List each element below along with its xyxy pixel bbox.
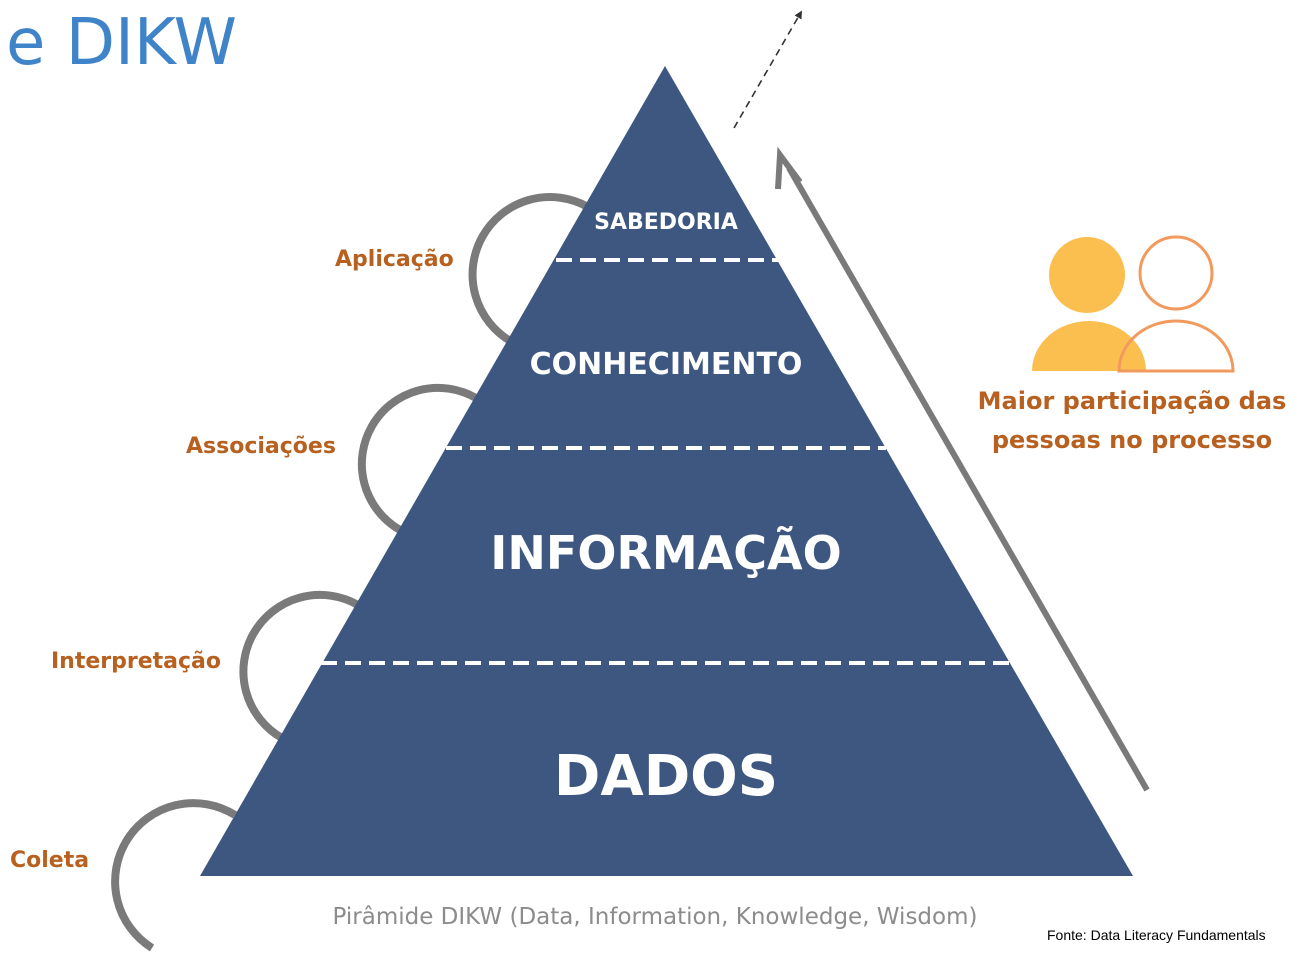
arc-interpretacao <box>239 590 360 742</box>
step-label-associacoes: Associações <box>186 434 336 459</box>
participation-arrow <box>786 166 1150 792</box>
level-label-informacao: INFORMAÇÃO <box>490 525 841 580</box>
participation-arrowhead <box>775 146 803 190</box>
participation-text: Maior participação das pessoas no proces… <box>962 382 1295 460</box>
step-label-aplicacao: Aplicação <box>335 247 454 272</box>
person-outline-body <box>1117 319 1235 373</box>
source-note: Fonte: Data Literacy Fundamentals <box>1047 927 1266 943</box>
pyramid-caption: Pirâmide DIKW (Data, Information, Knowle… <box>332 904 978 930</box>
person-filled-body <box>1032 321 1146 371</box>
level-label-sabedoria: SABEDORIA <box>594 210 738 235</box>
arc-coleta <box>111 799 238 952</box>
dashed-arrow <box>733 10 803 129</box>
level-label-dados: DADOS <box>554 744 778 809</box>
people-icon <box>1032 235 1235 373</box>
arc-aplicacao <box>468 193 590 346</box>
person-outline-head <box>1138 235 1214 311</box>
step-label-coleta: Coleta <box>10 848 90 873</box>
step-label-interpretacao: Interpretação <box>51 649 222 674</box>
person-filled-head <box>1049 237 1125 313</box>
arc-associacoes <box>357 383 478 534</box>
participation-line-2: pessoas no processo <box>991 426 1273 454</box>
level-label-conhecimento: CONHECIMENTO <box>530 347 803 382</box>
participation-line-1: Maior participação das <box>977 387 1287 415</box>
slide-title: e DIKW <box>6 6 237 80</box>
pyramid-shape <box>200 66 1133 876</box>
